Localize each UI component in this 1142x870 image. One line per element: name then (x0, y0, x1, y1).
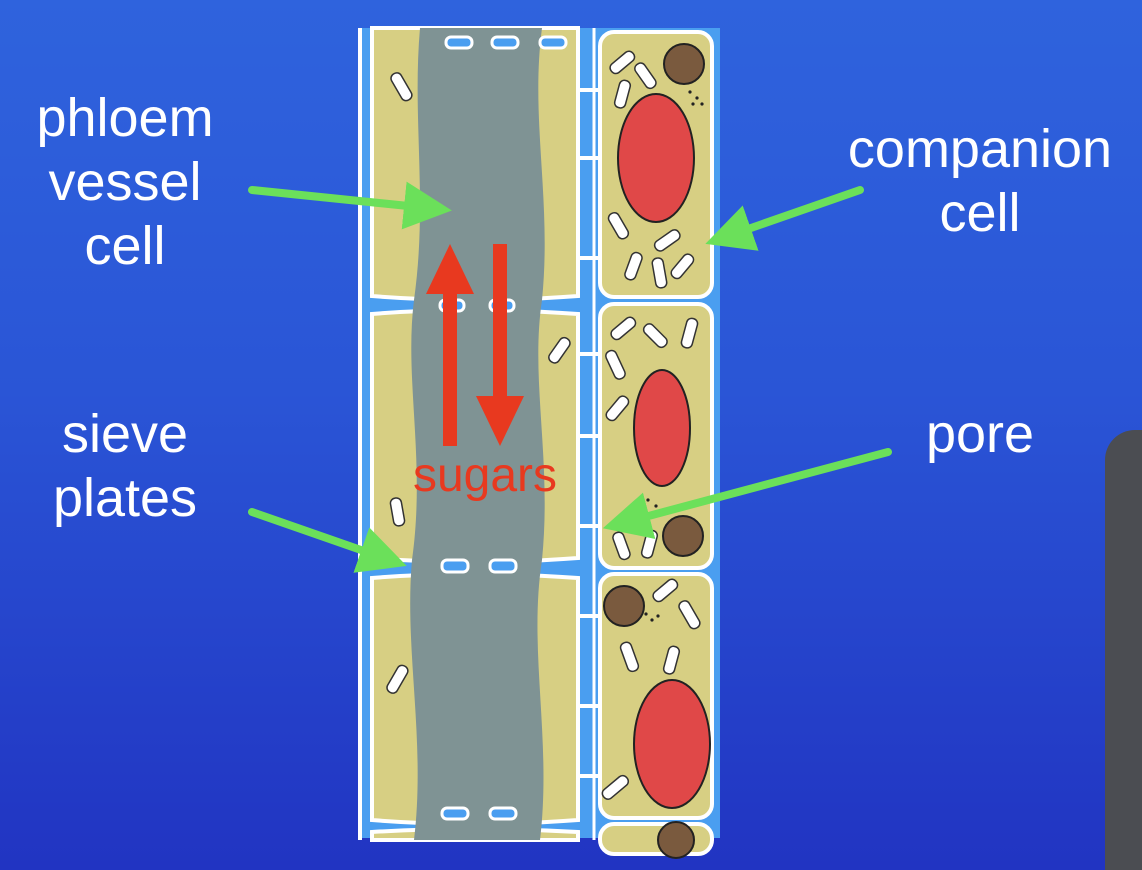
label-line: cell (939, 183, 1021, 243)
sugar-arrow-up (426, 244, 474, 446)
sieve-plate-3 (440, 806, 518, 821)
label-line: phloem (36, 88, 214, 148)
label-line: sieve (61, 404, 189, 464)
label-line: companion (847, 119, 1113, 179)
pores (578, 88, 600, 778)
label-companion-cell: companion cell (820, 117, 1140, 245)
sugar-arrow-down (476, 244, 524, 446)
label-line: plates (52, 468, 198, 528)
sieve-plate-top (444, 35, 568, 50)
companion-cell-column (598, 30, 714, 859)
label-sugars: sugars (412, 449, 558, 502)
vacuole-2 (662, 515, 704, 557)
vacuole-1 (663, 43, 705, 85)
label-line: pore (925, 404, 1035, 464)
nucleus-1 (617, 93, 695, 223)
arrow-companion (705, 186, 864, 251)
vacuole-3 (603, 585, 645, 627)
arrow-phloem (248, 181, 452, 230)
label-line: cell (84, 216, 166, 276)
label-pore: pore (900, 402, 1060, 466)
sieve-tube-column (358, 26, 596, 842)
vacuole-4 (657, 821, 695, 859)
companion-cell-4 (598, 822, 714, 856)
sieve-plate-2 (440, 558, 518, 574)
nucleus-2 (633, 369, 691, 487)
arrow-pore (602, 448, 892, 539)
presenter-silhouette (1105, 430, 1142, 870)
sugar-flow-arrows (426, 244, 524, 446)
label-sieve-plates: sieve plates (20, 402, 230, 530)
label-phloem-vessel-cell: phloem vessel cell (20, 86, 230, 278)
label-line: vessel (48, 152, 202, 212)
arrow-sieve (248, 508, 407, 573)
pointer-arrows (248, 181, 892, 573)
organelles (386, 50, 701, 800)
nucleus-3 (633, 679, 711, 809)
sieve-tube-lumen (410, 28, 545, 840)
